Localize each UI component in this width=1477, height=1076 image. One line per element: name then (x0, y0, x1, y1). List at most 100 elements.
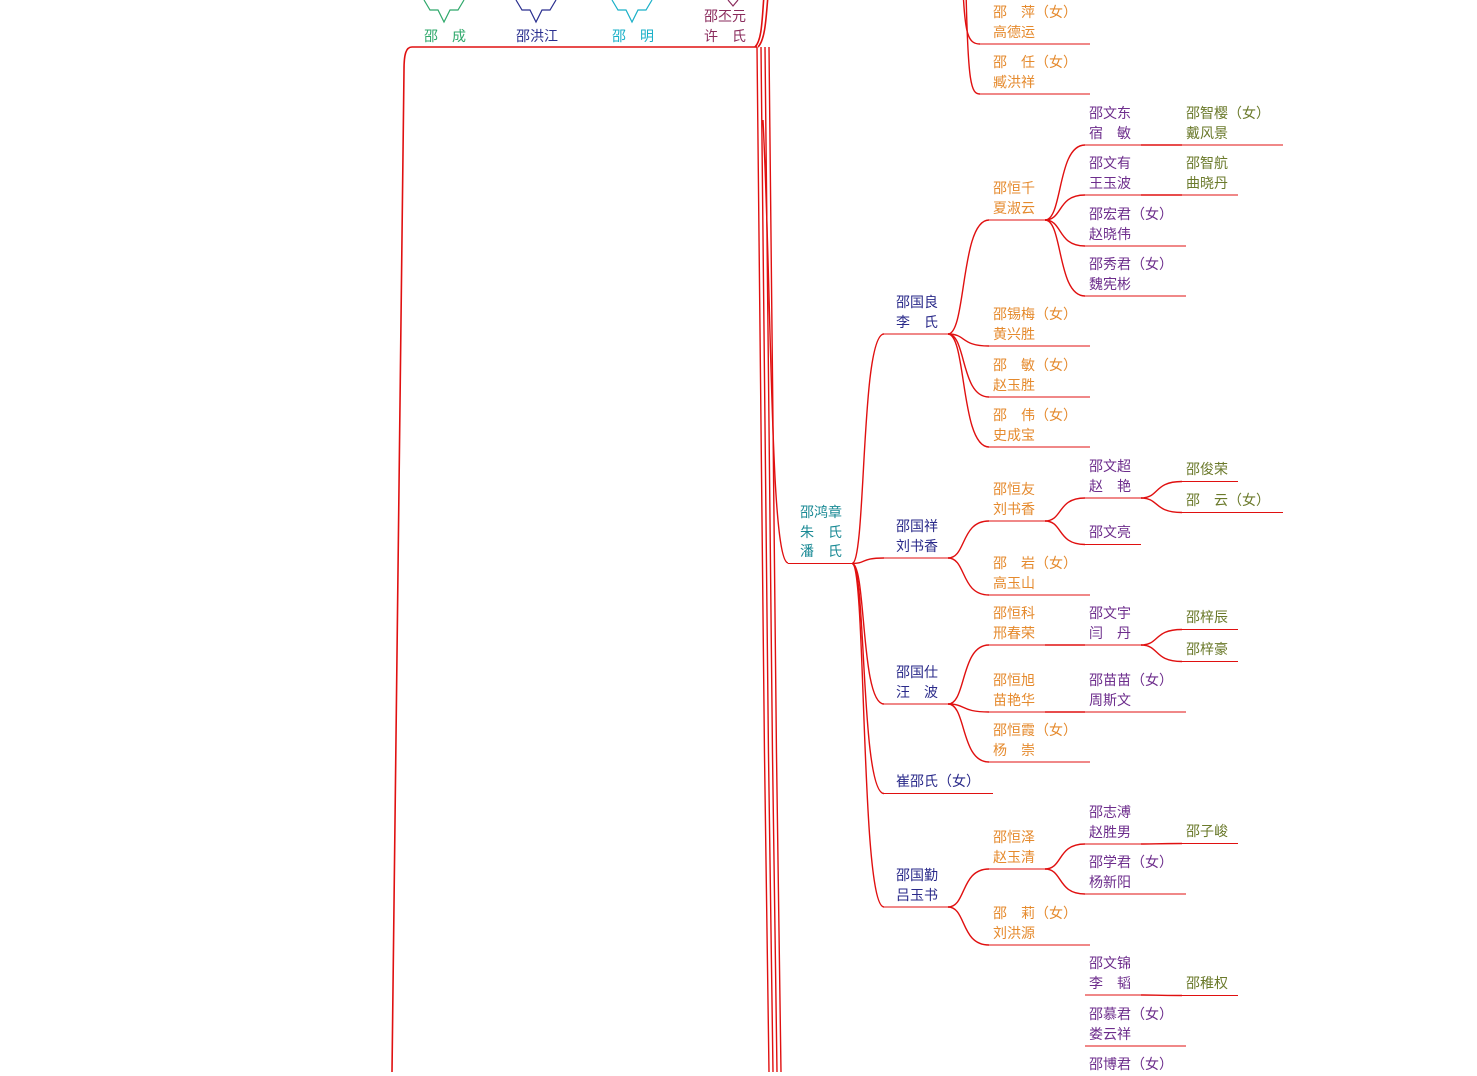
spouse-name: 周斯文 (1089, 692, 1131, 709)
person-name: 邵 任（女） (993, 55, 1077, 71)
tree-connector (1140, 994, 1183, 997)
tree-connector (947, 906, 990, 946)
person-shao-wenyou[interactable]: 邵文有王玉波 (1089, 155, 1131, 194)
person-shao-zichen[interactable]: 邵梓辰 (1186, 609, 1228, 629)
person-shao-hengxu[interactable]: 邵恒旭苗艳华 (993, 672, 1035, 711)
spouse-name: 王玉波 (1089, 175, 1131, 192)
person-name: 邵国良 (896, 295, 938, 311)
tree-connector (947, 333, 990, 398)
person-shao-hongjun[interactable]: 邵宏君（女）赵晓伟 (1089, 206, 1173, 245)
spouse-name: 杨新阳 (1089, 874, 1131, 891)
spouse-name: 高玉山 (993, 575, 1035, 592)
person-shao-guoshi[interactable]: 邵国仕汪 波 (896, 664, 938, 703)
person-shao-ming[interactable]: 邵 明 (612, 28, 654, 48)
person-shao-wenjin[interactable]: 邵文锦李 韬 (1089, 955, 1131, 994)
person-shao-zihao[interactable]: 邵梓豪 (1186, 641, 1228, 661)
spouse-name: 黄兴胜 (993, 326, 1035, 343)
spouse-name: 娄云祥 (1089, 1026, 1131, 1043)
person-shao-hengxia[interactable]: 邵恒霞（女）杨 崇 (993, 722, 1077, 761)
person-shao-ximei[interactable]: 邵锡梅（女）黄兴胜 (993, 306, 1077, 345)
person-shao-hongzhang[interactable]: 邵鸿章朱 氏潘 氏 (800, 504, 842, 563)
person-shao-junrong[interactable]: 邵俊荣 (1186, 461, 1228, 481)
person-shao-yun[interactable]: 邵 云（女） (1186, 492, 1270, 512)
tree-connector (1044, 194, 1086, 221)
person-name: 邵恒科 (993, 606, 1035, 622)
person-name: 邵智航 (1186, 156, 1228, 172)
tree-connector (851, 562, 885, 908)
person-name: 邵博君（女） (1089, 1057, 1173, 1073)
person-name: 邵恒泽 (993, 830, 1035, 846)
person-name: 邵鸿章 (800, 505, 842, 521)
person-shao-wei[interactable]: 邵 伟（女）史成宝 (993, 407, 1077, 446)
person-shao-ping[interactable]: 邵 萍（女）高德运 (993, 4, 1077, 43)
tree-connector (1140, 842, 1183, 845)
person-name: 邵学君（女） (1089, 855, 1173, 871)
person-shao-mujun[interactable]: 邵慕君（女）娄云祥 (1089, 1006, 1173, 1045)
person-shao-zhipu[interactable]: 邵志溥赵胜男 (1089, 804, 1131, 843)
person-name: 邵丕元 (704, 9, 746, 25)
person-shao-hengqian[interactable]: 邵恒千夏淑云 (993, 180, 1035, 219)
person-shao-hengyou[interactable]: 邵恒友刘书香 (993, 481, 1035, 520)
tree-connector (756, 46, 770, 1072)
spouse-name: 李 韬 (1089, 975, 1131, 992)
person-shao-xuejun[interactable]: 邵学君（女） 杨新阳 (1089, 854, 1173, 893)
spouse-name: 赵胜男 (1089, 824, 1131, 841)
node-frame-shape (611, 0, 653, 24)
tree-connector (1044, 219, 1086, 247)
spouse-name: 史成宝 (993, 427, 1035, 444)
person-shao-li[interactable]: 邵 莉（女）刘洪源 (993, 905, 1077, 944)
person-shao-zhiying[interactable]: 邵智樱（女）戴风景 (1186, 105, 1270, 144)
tree-connector (947, 219, 990, 335)
person-shao-wenyu[interactable]: 邵文宇闫 丹 (1089, 605, 1131, 644)
person-shao-hengke[interactable]: 邵恒科邢春荣 (993, 605, 1035, 644)
tree-connector (1044, 843, 1086, 870)
spouse-name: 夏淑云 (993, 200, 1035, 217)
person-shao-guoqin[interactable]: 邵国勤吕玉书 (896, 867, 938, 906)
tree-connector (762, 119, 789, 564)
node-frame-shape (727, 0, 739, 7)
person-shao-bojun[interactable]: 邵博君（女） (1089, 1056, 1173, 1076)
person-shao-miaomiao[interactable]: 邵苗苗（女）周斯文 (1089, 672, 1173, 711)
person-shao-xiujun[interactable]: 邵秀君（女）魏宪彬 (1089, 256, 1173, 295)
tree-connector (760, 46, 774, 1072)
node-frame-shape (515, 0, 557, 24)
person-shao-zhiquan[interactable]: 邵稚权 (1186, 975, 1228, 995)
person-shao-guoxiang[interactable]: 邵国祥刘书香 (896, 518, 938, 557)
person-shao-wenchao[interactable]: 邵文超赵 艳 (1089, 458, 1131, 497)
person-shao-hongjiang[interactable]: 邵洪江 (516, 28, 558, 48)
person-shao-zijun[interactable]: 邵子峻 (1186, 823, 1228, 843)
person-shao-zhihang[interactable]: 邵智航曲晓丹 (1186, 155, 1228, 194)
node-frame-shape (423, 0, 465, 24)
spouse-name: 宿 敏 (1089, 125, 1131, 142)
person-shao-piyuan[interactable]: 邵丕元许 氏 (704, 8, 746, 47)
person-name: 邵 敏（女） (993, 358, 1077, 374)
spouse-name: 苗艳华 (993, 692, 1035, 709)
person-shao-min[interactable]: 邵 敏（女）赵玉胜 (993, 357, 1077, 396)
tree-connector (851, 557, 885, 565)
tree-connector (947, 868, 990, 908)
person-shao-hengze[interactable]: 邵恒泽赵玉清 (993, 829, 1035, 868)
spouse-name: 杨 崇 (993, 742, 1035, 759)
tree-connector (851, 333, 885, 565)
person-shao-wenliang[interactable]: 邵文亮 (1089, 524, 1131, 544)
person-cui-shao-shi[interactable]: 崔邵氏（女） (896, 773, 980, 793)
spouse-name: 朱 氏 (800, 524, 842, 541)
person-shao-cheng[interactable]: 邵 成 (424, 28, 466, 48)
person-shao-ren[interactable]: 邵 任（女）臧洪祥 (993, 54, 1077, 93)
tree-connector (962, 0, 981, 45)
person-shao-wendong[interactable]: 邵文东宿 敏 (1089, 105, 1131, 144)
person-name: 邵梓辰 (1186, 610, 1228, 626)
spouse-name: 赵玉清 (993, 849, 1035, 866)
person-shao-guoliang[interactable]: 邵国良李 氏 (896, 294, 938, 333)
spouse-name: 闫 丹 (1089, 625, 1131, 642)
spouse-name: 刘洪源 (993, 925, 1035, 942)
spouse-name: 潘 氏 (800, 544, 842, 560)
tree-connector (947, 644, 990, 705)
tree-connector (947, 333, 990, 448)
tree-connector (965, 0, 981, 95)
person-shao-yan[interactable]: 邵 岩（女）高玉山 (993, 555, 1077, 594)
spouse-name: 赵 艳 (1089, 478, 1131, 495)
spouse-name: 曲晓丹 (1186, 175, 1228, 192)
spouse-name: 赵晓伟 (1089, 226, 1131, 243)
person-name: 邵文超 (1089, 459, 1131, 475)
